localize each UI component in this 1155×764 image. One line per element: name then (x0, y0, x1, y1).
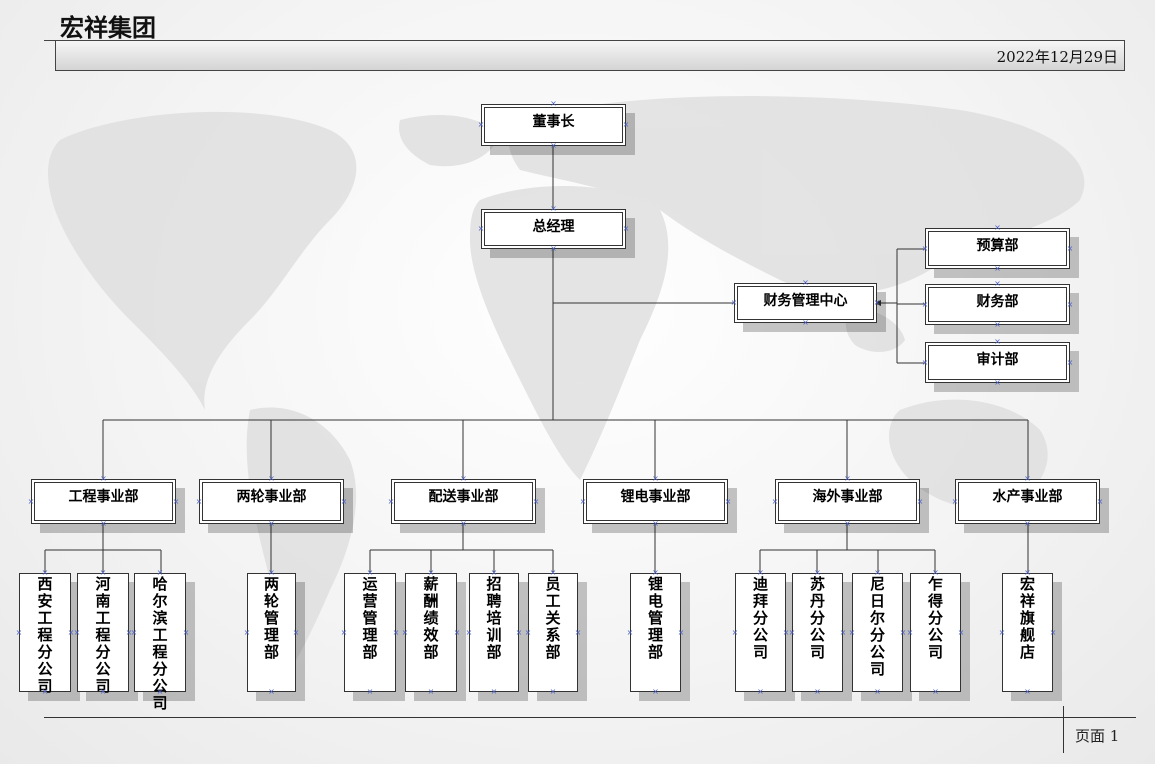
node-label: 苏丹分公司 (809, 575, 825, 661)
node-sub-chad[interactable]: 乍得分公司 (910, 573, 961, 692)
node-label: 宏祥旗舰店 (1019, 575, 1035, 661)
node-label: 哈尔滨工程分公司 (152, 575, 168, 712)
node-label: 迪拜分公司 (752, 575, 768, 661)
node-division-engineering[interactable]: 工程事业部 (31, 479, 176, 524)
node-sub-operations[interactable]: 运营管理部 (344, 573, 396, 692)
header-tick (44, 40, 56, 41)
node-sub-employee-relations[interactable]: 员工关系部 (528, 573, 578, 692)
node-division-overseas[interactable]: 海外事业部 (775, 479, 920, 524)
node-sub-dubai[interactable]: 迪拜分公司 (735, 573, 786, 692)
company-title: 宏祥集团 (60, 14, 156, 42)
node-sub-sudan[interactable]: 苏丹分公司 (792, 573, 843, 692)
node-label: 总经理 (532, 219, 575, 235)
node-sub-recruitment[interactable]: 招聘培训部 (469, 573, 519, 692)
node-sub-two-wheel-mgmt[interactable]: 两轮管理部 (247, 573, 296, 692)
node-label: 配送事业部 (428, 489, 499, 505)
node-label: 预算部 (976, 238, 1019, 254)
node-sub-flagship-store[interactable]: 宏祥旗舰店 (1002, 573, 1053, 692)
node-finance-center[interactable]: 财务管理中心 (734, 283, 877, 323)
node-label: 工程事业部 (68, 489, 139, 505)
node-label: 海外事业部 (812, 489, 883, 505)
node-label: 董事长 (532, 114, 575, 130)
header-date: 2022年12月29日 (996, 48, 1118, 66)
node-label: 财务管理中心 (763, 293, 848, 309)
node-label: 员工关系部 (545, 575, 561, 661)
node-sub-xian[interactable]: 西安工程分公司 (19, 573, 71, 695)
node-label: 运营管理部 (362, 575, 378, 661)
node-sub-lithium-mgmt[interactable]: 锂电管理部 (630, 573, 681, 692)
node-label: 锂电管理部 (647, 575, 663, 661)
node-sub-harbin[interactable]: 哈尔滨工程分公司 (134, 573, 186, 712)
node-audit-dept[interactable]: 审计部 (925, 342, 1070, 383)
node-division-two-wheel[interactable]: 两轮事业部 (199, 479, 344, 524)
page-number: 页面 1 (1075, 727, 1120, 745)
node-label: 审计部 (976, 352, 1019, 368)
node-label: 招聘培训部 (486, 575, 502, 661)
node-division-aquatic[interactable]: 水产事业部 (955, 479, 1100, 524)
node-label: 尼日尔分公司 (869, 575, 885, 678)
footer-line (44, 717, 1136, 718)
node-label: 两轮管理部 (263, 575, 279, 661)
node-finance-dept[interactable]: 财务部 (925, 284, 1070, 325)
node-label: 西安工程分公司 (37, 575, 53, 695)
header-bar: 2022年12月29日 (55, 40, 1125, 71)
node-sub-compensation[interactable]: 薪酬绩效部 (405, 573, 457, 692)
node-chairman[interactable]: 董事长 (481, 104, 626, 146)
node-label: 乍得分公司 (927, 575, 943, 661)
node-budget-dept[interactable]: 预算部 (925, 228, 1070, 269)
node-label: 水产事业部 (992, 489, 1063, 505)
node-label: 锂电事业部 (620, 489, 691, 505)
node-label: 两轮事业部 (236, 489, 307, 505)
node-label: 薪酬绩效部 (423, 575, 439, 661)
footer-separator (1063, 706, 1064, 753)
node-division-delivery[interactable]: 配送事业部 (391, 479, 536, 524)
node-sub-henan[interactable]: 河南工程分公司 (77, 573, 129, 695)
node-general-manager[interactable]: 总经理 (481, 209, 626, 249)
node-division-lithium[interactable]: 锂电事业部 (583, 479, 728, 524)
node-label: 财务部 (976, 294, 1019, 310)
node-sub-niger[interactable]: 尼日尔分公司 (852, 573, 903, 692)
node-label: 河南工程分公司 (95, 575, 111, 695)
